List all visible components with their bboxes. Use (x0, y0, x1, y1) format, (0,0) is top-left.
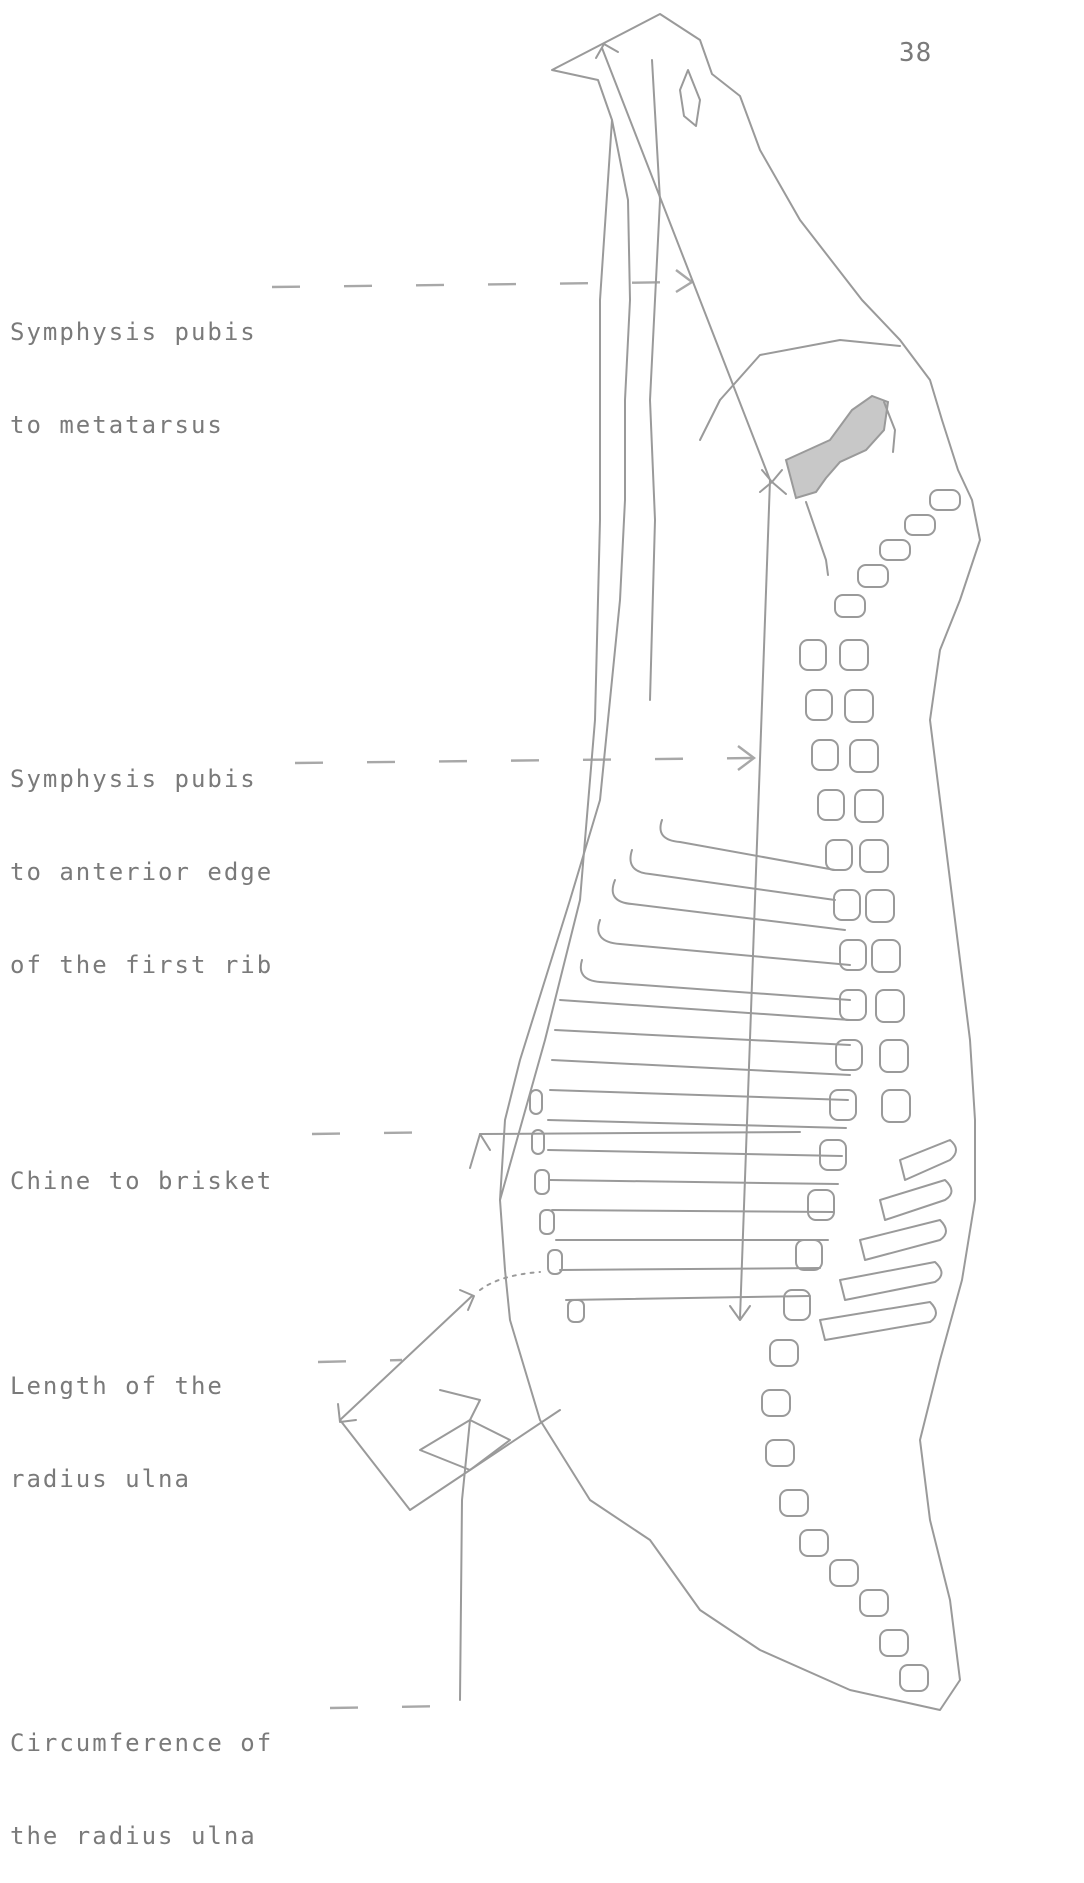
leader-chine-brisket (312, 1132, 450, 1134)
radius-dotted-link (480, 1272, 540, 1290)
carcass-outline (500, 14, 980, 1710)
vertebrae (784, 490, 960, 1320)
measurement-lines (338, 44, 800, 1700)
carcass-diagram (0, 0, 1084, 1733)
ribs (548, 820, 850, 1300)
label-line: the radius ulna (10, 1821, 273, 1852)
pelvis-bone (786, 396, 888, 498)
leader-radius-length (318, 1360, 402, 1362)
sternebrae (530, 1090, 584, 1322)
leader-first-rib (295, 758, 752, 763)
leader-lines (272, 270, 754, 1708)
neck-vertebrae (762, 1340, 928, 1691)
hock-opening (680, 70, 700, 126)
leader-metatarsus (272, 282, 690, 287)
leader-radius-circumference (330, 1706, 450, 1708)
